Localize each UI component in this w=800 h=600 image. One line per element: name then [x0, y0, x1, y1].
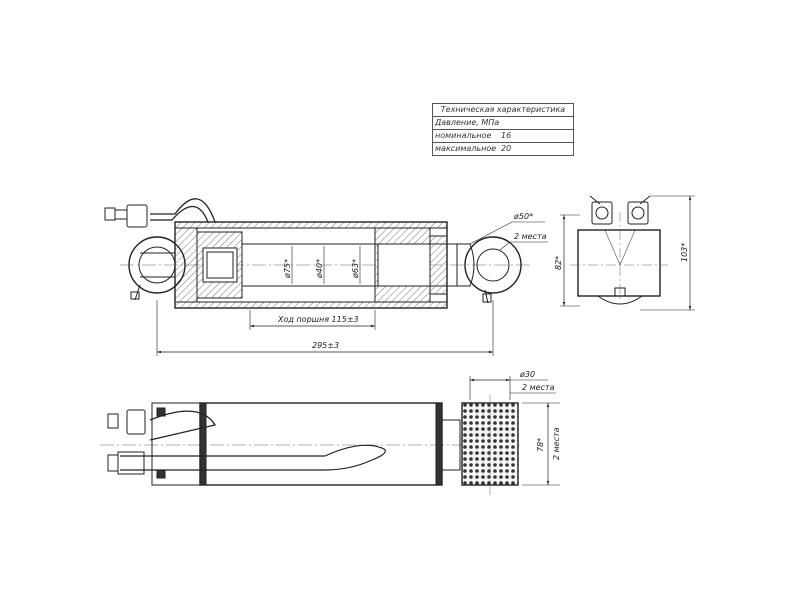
- total-length-label: 295±3: [312, 341, 339, 350]
- plan-dimensions: ø30 2 места 78* 2 места: [519, 370, 561, 460]
- eye-count-top-label: 2 места: [514, 232, 547, 241]
- width-78-label: 78*: [536, 438, 545, 452]
- section-view: [104, 198, 548, 356]
- section-dimensions: Ход поршня 115±3 295±3 ø75* ø40* ø63* ø5…: [277, 212, 547, 350]
- spec-table: Техническая характеристика Давление, МПа…: [432, 103, 574, 156]
- pressure-label: Давление, МПа: [432, 116, 574, 130]
- stroke-label: Ход поршня 115±3: [277, 315, 359, 324]
- d75-label: ø75*: [283, 259, 292, 279]
- side-82-label: 82*: [554, 256, 563, 270]
- plan-view: [100, 376, 560, 495]
- spec-title: Техническая характеристика: [432, 103, 574, 117]
- nominal-value: 16: [499, 129, 574, 143]
- side-view: [560, 195, 695, 311]
- eye-d50-label: ø50*: [513, 212, 533, 221]
- width-count-label: 2 места: [552, 427, 561, 460]
- eye-d30-label: ø30: [519, 370, 535, 379]
- d40-label: ø40*: [315, 259, 324, 279]
- nominal-label: номинальное: [432, 129, 499, 143]
- max-value: 20: [499, 142, 574, 156]
- d63-label: ø63*: [351, 259, 360, 279]
- eye-count-bottom-label: 2 места: [522, 383, 555, 392]
- side-dimensions: 82* 103*: [554, 243, 689, 270]
- max-label: максимальное: [432, 142, 499, 156]
- side-103-label: 103*: [680, 243, 689, 262]
